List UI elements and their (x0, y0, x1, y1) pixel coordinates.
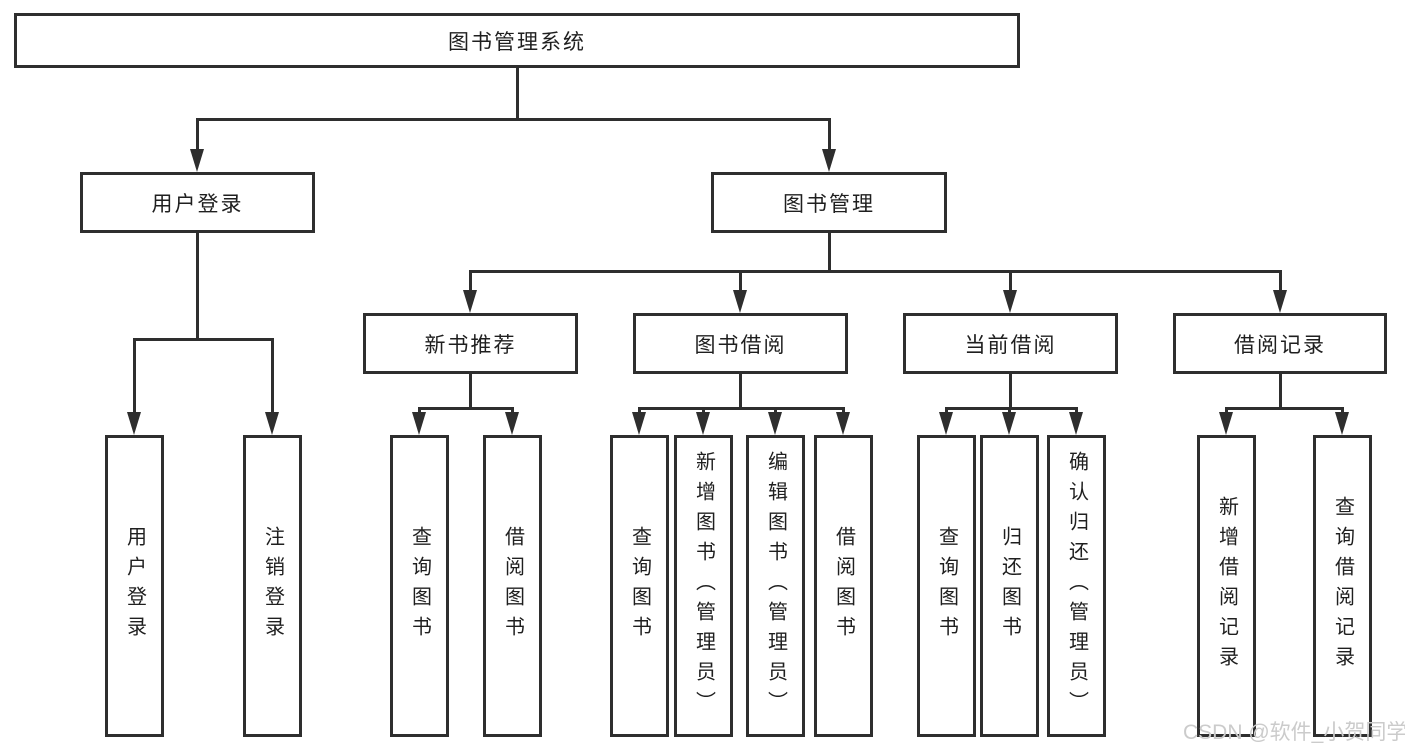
connector-line (739, 270, 742, 292)
connector-line (196, 118, 831, 121)
connector-line (702, 407, 705, 415)
connector-line (945, 407, 1078, 410)
connector-line (1279, 374, 1282, 407)
connector-line (1009, 374, 1012, 407)
connector-line (196, 233, 199, 338)
leaf-current-query: 查询图书 (917, 435, 976, 737)
connector-line (828, 233, 831, 270)
connector-line (1341, 407, 1344, 415)
connector-line (469, 270, 1282, 273)
connector-line (638, 407, 845, 410)
arrowhead (412, 412, 426, 435)
arrowhead (822, 149, 836, 172)
arrowhead (939, 412, 953, 435)
arrowhead (505, 412, 519, 435)
connector-line (1009, 270, 1012, 292)
leaf-borrow-borrow: 借阅图书 (814, 435, 873, 737)
leaf-borrow-query: 查询图书 (610, 435, 669, 737)
arrowhead (1219, 412, 1233, 435)
connector-line (1279, 270, 1282, 292)
arrowhead (463, 290, 477, 313)
arrowhead (1003, 290, 1017, 313)
node-borrow-record: 借阅记录 (1173, 313, 1387, 374)
arrowhead (1273, 290, 1287, 313)
leaf-borrow-edit-admin: 编辑图书（管理员） (746, 435, 805, 737)
node-new-book-recommend: 新书推荐 (363, 313, 578, 374)
connector-line (511, 407, 514, 415)
arrowhead (768, 412, 782, 435)
arrowhead (1002, 412, 1016, 435)
connector-line (271, 338, 274, 414)
connector-line (469, 374, 472, 407)
connector-line (828, 118, 831, 150)
connector-line (774, 407, 777, 415)
leaf-borrow-add-admin: 新增图书（管理员） (674, 435, 733, 737)
connector-line (1225, 407, 1344, 410)
leaf-user-login: 用户登录 (105, 435, 164, 737)
arrowhead (265, 412, 279, 435)
node-book-borrow: 图书借阅 (633, 313, 848, 374)
arrowhead (836, 412, 850, 435)
connector-line (638, 407, 641, 415)
connector-line (945, 407, 948, 415)
arrowhead (1069, 412, 1083, 435)
connector-line (133, 338, 136, 414)
leaf-current-return: 归还图书 (980, 435, 1039, 737)
connector-line (842, 407, 845, 415)
connector-line (516, 68, 519, 118)
connector-line (1225, 407, 1228, 415)
arrowhead (190, 149, 204, 172)
arrowhead (1335, 412, 1349, 435)
node-book-management: 图书管理 (711, 172, 947, 233)
node-user-login: 用户登录 (80, 172, 315, 233)
connector-line (418, 407, 514, 410)
node-current-borrow: 当前借阅 (903, 313, 1118, 374)
arrowhead (733, 290, 747, 313)
node-root: 图书管理系统 (14, 13, 1020, 68)
connector-line (133, 338, 274, 341)
connector-line (1075, 407, 1078, 415)
watermark: CSDN @软件_小贺同学 (1183, 721, 1405, 744)
leaf-current-confirm-admin: 确认归还（管理员） (1047, 435, 1106, 737)
arrowhead (632, 412, 646, 435)
arrowhead (696, 412, 710, 435)
leaf-logout: 注销登录 (243, 435, 302, 737)
leaf-newbook-query: 查询图书 (390, 435, 449, 737)
connector-line (469, 270, 472, 292)
leaf-newbook-borrow: 借阅图书 (483, 435, 542, 737)
arrowhead (127, 412, 141, 435)
leaf-record-add: 新增借阅记录 (1197, 435, 1256, 737)
connector-line (196, 118, 199, 150)
connector-line (1008, 407, 1011, 415)
leaf-record-query: 查询借阅记录 (1313, 435, 1372, 737)
connector-line (418, 407, 421, 415)
connector-line (739, 374, 742, 407)
